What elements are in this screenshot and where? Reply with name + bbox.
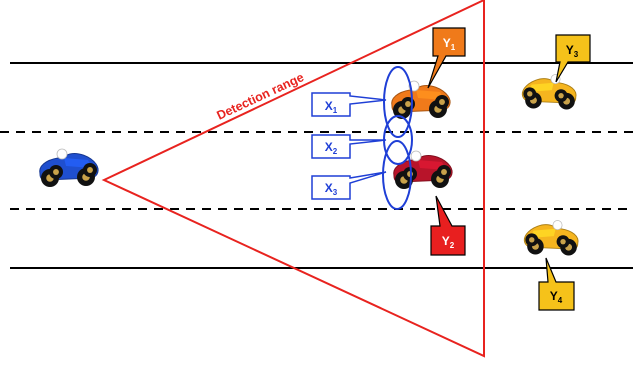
x-callout-2-box xyxy=(311,134,387,159)
x-callout-3: X3 xyxy=(311,171,387,200)
car-y2-helmet xyxy=(410,150,422,162)
detection-range-triangle xyxy=(101,0,485,358)
car-y1-hub-3 xyxy=(405,101,411,107)
car-y4-hub-3 xyxy=(560,238,566,245)
car-y4-hub-4 xyxy=(529,237,535,243)
car-y1 xyxy=(391,80,451,119)
ellipse-x2 xyxy=(383,115,413,165)
car-y1-hub-4 xyxy=(439,99,445,105)
y-callout-3-box xyxy=(555,34,591,83)
y-callout-2-label: Y2 xyxy=(442,234,455,250)
y-callout-1: Y1 xyxy=(427,27,466,89)
ellipse-x1 xyxy=(383,66,413,138)
y-callout-4-label: Y4 xyxy=(550,289,563,305)
y-callout-2-box xyxy=(430,195,466,256)
x-callout-3-box xyxy=(311,171,387,200)
car-y3 xyxy=(521,74,577,110)
road xyxy=(0,62,633,269)
car-y2-hub-4 xyxy=(441,169,447,175)
y-callout-1-label: Y1 xyxy=(443,36,456,52)
detection-range-label: Detection range xyxy=(215,70,307,123)
y-callout-4-box xyxy=(538,257,575,311)
car-y4-helmet xyxy=(552,220,563,231)
ellipse-x3 xyxy=(382,140,412,210)
ego-car-hub-4 xyxy=(87,167,93,173)
car-y4 xyxy=(523,220,579,256)
car-y3-hub-3 xyxy=(558,92,564,99)
x-callout-1-label: X1 xyxy=(325,99,338,115)
x-callout-1-box xyxy=(311,92,387,117)
y-callout-3: Y3 xyxy=(555,34,591,83)
y-callout-2: Y2 xyxy=(430,195,466,256)
car-y3-hub-4 xyxy=(527,91,533,97)
ego-car xyxy=(39,148,99,187)
y-callout-3-label: Y3 xyxy=(566,43,579,59)
x-callout-2-label: X2 xyxy=(325,140,338,156)
ego-car-hub-3 xyxy=(53,169,59,175)
x-callout-2: X2 xyxy=(311,134,387,159)
ego-car-helmet xyxy=(56,148,68,160)
y-callout-4: Y4 xyxy=(538,257,575,311)
cars xyxy=(39,74,579,256)
x-callout-1: X1 xyxy=(311,92,387,117)
car-y2 xyxy=(393,150,453,189)
x-callout-3-label: X3 xyxy=(325,181,338,197)
y-callout-1-box xyxy=(427,27,466,89)
